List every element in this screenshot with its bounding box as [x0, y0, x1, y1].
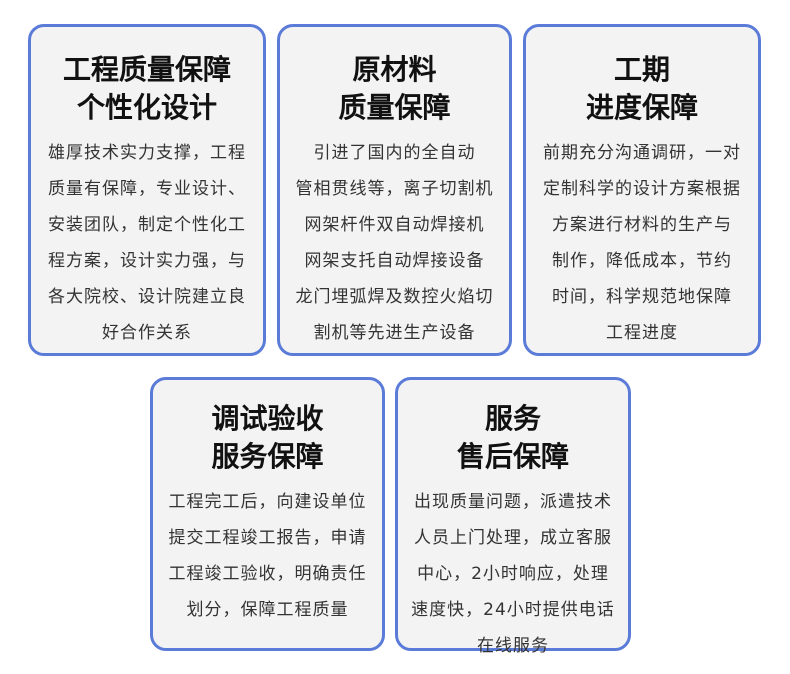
- card-description-line: 雄厚技术实力支撑，工程: [48, 143, 246, 163]
- schedule-card: 工期进度保障前期充分沟通调研，一对定制科学的设计方案根据方案进行材料的生产与制作…: [523, 24, 761, 356]
- card-description-line: 定制科学的设计方案根据: [543, 179, 741, 199]
- card-description: 工程完工后，向建设单位提交工程竣工报告，申请工程竣工验收，明确责任划分，保障工程…: [153, 484, 382, 628]
- card-description: 雄厚技术实力支撑，工程质量有保障，专业设计、安装团队，制定个性化工程方案，设计实…: [31, 135, 263, 351]
- card-description-line: 好合作关系: [102, 323, 192, 343]
- card-description-line: 工程进度: [606, 323, 678, 343]
- card-description-line: 出现质量问题，派遣技术: [414, 492, 612, 512]
- card-title-line: 调试验收: [211, 402, 324, 435]
- card-description-line: 程方案，设计实力强，与: [48, 251, 246, 271]
- card-description-line: 龙门埋弧焊及数控火焰切: [295, 287, 494, 307]
- acceptance-service-card: 调试验收服务保障工程完工后，向建设单位提交工程竣工报告，申请工程竣工验收，明确责…: [150, 377, 385, 651]
- card-description: 引进了国内的全自动管相贯线等，离子切割机网架杆件双自动焊接机网架支托自动焊接设备…: [280, 135, 509, 351]
- card-description-line: 中心，2小时响应，处理: [417, 564, 609, 584]
- card-title-line: 服务: [484, 402, 541, 435]
- card-title-line: 质量保障: [338, 91, 451, 124]
- card-description-line: 在线服务: [477, 636, 549, 656]
- material-quality-card: 原材料质量保障引进了国内的全自动管相贯线等，离子切割机网架杆件双自动焊接机网架支…: [277, 24, 512, 356]
- card-description-line: 人员上门处理，成立客服: [414, 528, 612, 548]
- card-description-line: 方案进行材料的生产与: [552, 215, 732, 235]
- card-description-line: 引进了国内的全自动: [313, 143, 476, 163]
- card-description-line: 划分，保障工程质量: [186, 600, 349, 620]
- card-title-line: 工期: [613, 53, 670, 86]
- card-description-line: 提交工程竣工报告，申请: [168, 528, 367, 548]
- card-description-line: 割机等先进生产设备: [313, 323, 476, 343]
- card-title: 工程质量保障个性化设计: [31, 51, 263, 127]
- card-title: 调试验收服务保障: [153, 400, 382, 476]
- card-description-line: 网架支托自动焊接设备: [304, 251, 485, 271]
- card-description-line: 质量有保障，专业设计、: [48, 179, 246, 199]
- card-description-line: 管相贯线等，离子切割机: [295, 179, 494, 199]
- after-sales-card: 服务售后保障出现质量问题，派遣技术人员上门处理，成立客服中心，2小时响应，处理速…: [395, 377, 631, 656]
- card-title-line: 进度保障: [585, 91, 698, 124]
- card-description-line: 前期充分沟通调研，一对: [543, 143, 741, 163]
- card-description-line: 制作，降低成本，节约: [552, 251, 732, 271]
- card-description: 前期充分沟通调研，一对定制科学的设计方案根据方案进行材料的生产与制作，降低成本，…: [526, 135, 758, 351]
- card-title-line: 售后保障: [456, 440, 569, 473]
- card-description: 出现质量问题，派遣技术人员上门处理，成立客服中心，2小时响应，处理速度快，24小…: [398, 484, 628, 664]
- card-description-line: 速度快，24小时提供电话: [411, 600, 615, 620]
- card-description-line: 工程完工后，向建设单位: [168, 492, 367, 512]
- card-title: 服务售后保障: [398, 400, 628, 476]
- card-title-line: 工程质量保障: [62, 53, 231, 86]
- card-title-line: 服务保障: [211, 440, 324, 473]
- card-description-line: 网架杆件双自动焊接机: [304, 215, 485, 235]
- card-description-line: 安装团队，制定个性化工: [48, 215, 246, 235]
- card-title: 原材料质量保障: [280, 51, 509, 127]
- card-title-line: 原材料: [352, 53, 437, 86]
- card-title-line: 个性化设计: [76, 91, 217, 124]
- quality-design-card: 工程质量保障个性化设计雄厚技术实力支撑，工程质量有保障，专业设计、安装团队，制定…: [28, 24, 266, 356]
- card-description-line: 各大院校、设计院建立良: [48, 287, 246, 307]
- card-description-line: 工程竣工验收，明确责任: [168, 564, 367, 584]
- card-title: 工期进度保障: [526, 51, 758, 127]
- card-description-line: 时间，科学规范地保障: [552, 287, 732, 307]
